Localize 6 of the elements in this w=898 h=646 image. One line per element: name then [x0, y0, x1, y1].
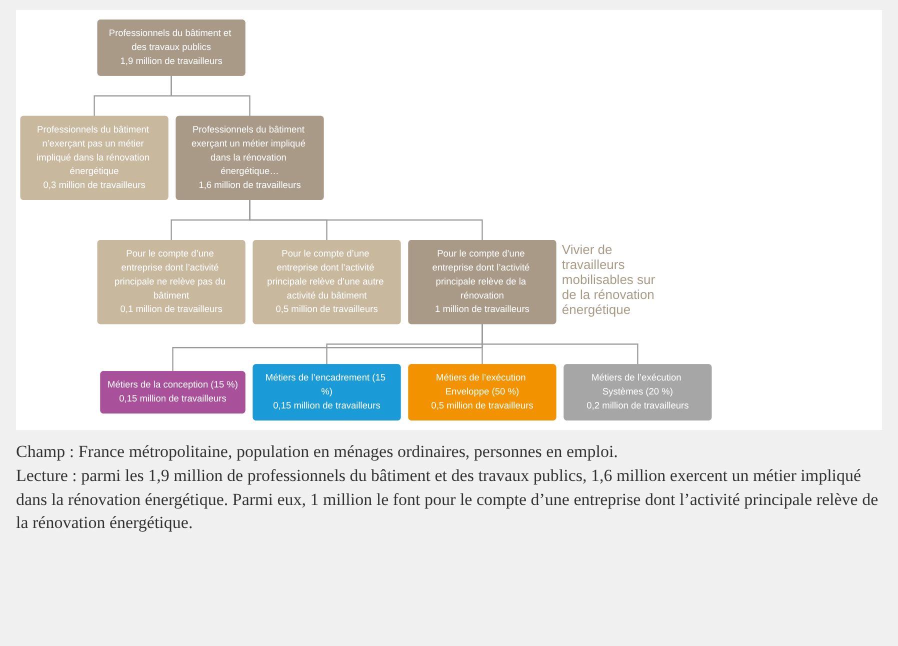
connector — [482, 324, 638, 364]
connector — [249, 200, 483, 240]
side-note: Vivier de travailleurs mobilisables sur de la rénovation énergétique — [562, 242, 656, 318]
note-text: Lecture : parmi les 1,9 million de professionnels du bâtiment et des travaux publics, 1,6 million exercent un métier impliqué dans la rénovation énergétique. Parmi eux, 1 million le font pour le compte d’une entreprise dont l’activité principale relève de la rénovation énergétique. — [16, 464, 880, 534]
connector — [170, 76, 250, 116]
note-text: Champ : France métropolitaine, population en ménages ordinaires, personnes en emploi. — [16, 441, 619, 463]
